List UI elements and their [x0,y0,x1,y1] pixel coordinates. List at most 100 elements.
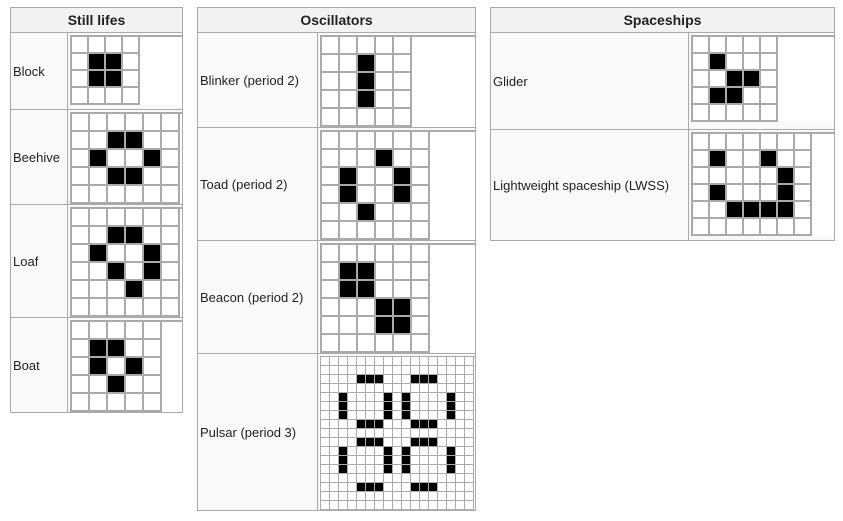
dead-cell [340,245,358,263]
live-cell [339,447,348,456]
dead-cell [123,54,140,71]
dead-cell [90,114,108,132]
dead-cell [357,474,366,483]
dead-cell [376,132,394,150]
dead-cell [393,420,402,429]
dead-cell [348,429,357,438]
dead-cell [393,384,402,393]
live-cell [761,151,778,168]
dead-cell [357,393,366,402]
dead-cell [126,340,144,358]
live-cell [429,420,438,429]
dead-cell [384,474,393,483]
live-cell [420,483,429,492]
pattern-label-loaf: Loaf [10,204,68,318]
dead-cell [394,204,412,222]
dead-cell [693,134,710,151]
dead-cell [322,263,340,281]
dead-cell [348,411,357,420]
dead-cell [438,411,447,420]
dead-cell [402,420,411,429]
dead-cell [402,501,411,510]
dead-cell [339,366,348,375]
live-cell [447,465,456,474]
live-cell [106,54,123,71]
dead-cell [412,245,430,263]
dead-cell [376,37,394,55]
dead-cell [411,429,420,438]
live-cell [761,202,778,219]
dead-cell [693,185,710,202]
dead-cell [144,358,162,376]
dead-cell [693,219,710,236]
dead-cell [710,105,727,122]
dead-cell [348,420,357,429]
dead-cell [330,474,339,483]
dead-cell [321,411,330,420]
dead-cell [376,222,394,240]
dead-cell [402,483,411,492]
live-cell [90,340,108,358]
dead-cell [108,150,126,168]
live-cell [429,483,438,492]
dead-cell [412,150,430,168]
dead-cell [357,456,366,465]
dead-cell [162,132,180,150]
dead-cell [348,393,357,402]
dead-cell [710,168,727,185]
dead-cell [693,105,710,122]
dead-cell [429,465,438,474]
live-cell [394,317,412,335]
live-cell [339,411,348,420]
dead-cell [456,438,465,447]
dead-cell [90,263,108,281]
dead-cell [384,366,393,375]
dead-cell [322,204,340,222]
dead-cell [375,501,384,510]
dead-cell [340,204,358,222]
dead-cell [375,384,384,393]
dead-cell [321,447,330,456]
dead-cell [90,394,108,412]
dead-cell [72,358,90,376]
dead-cell [795,202,812,219]
dead-cell [108,186,126,204]
dead-cell [411,474,420,483]
dead-cell [357,447,366,456]
live-cell [366,420,375,429]
live-cell [394,168,412,186]
dead-cell [144,281,162,299]
live-cell [727,88,744,105]
dead-cell [429,501,438,510]
live-cell [108,263,126,281]
spaceships-table: Spaceships Glider Lightweight spaceship … [489,7,836,241]
dead-cell [376,168,394,186]
live-cell [358,281,376,299]
dead-cell [384,429,393,438]
block-pattern-grid [70,35,183,105]
live-cell [420,420,429,429]
pattern-label-block: Block [10,32,68,110]
dead-cell [411,501,420,510]
dead-cell [438,384,447,393]
dead-cell [322,109,340,127]
dead-cell [72,209,90,227]
dead-cell [393,456,402,465]
dead-cell [438,357,447,366]
dead-cell [375,456,384,465]
pattern-label-toad: Toad (period 2) [197,127,318,241]
dead-cell [330,492,339,501]
dead-cell [465,429,474,438]
dead-cell [72,132,90,150]
dead-cell [456,411,465,420]
dead-cell [376,55,394,73]
live-cell [402,447,411,456]
dead-cell [357,411,366,420]
dead-cell [340,132,358,150]
dead-cell [402,384,411,393]
dead-cell [90,132,108,150]
dead-cell [393,393,402,402]
dead-cell [162,281,180,299]
dead-cell [465,456,474,465]
dead-cell [420,402,429,411]
